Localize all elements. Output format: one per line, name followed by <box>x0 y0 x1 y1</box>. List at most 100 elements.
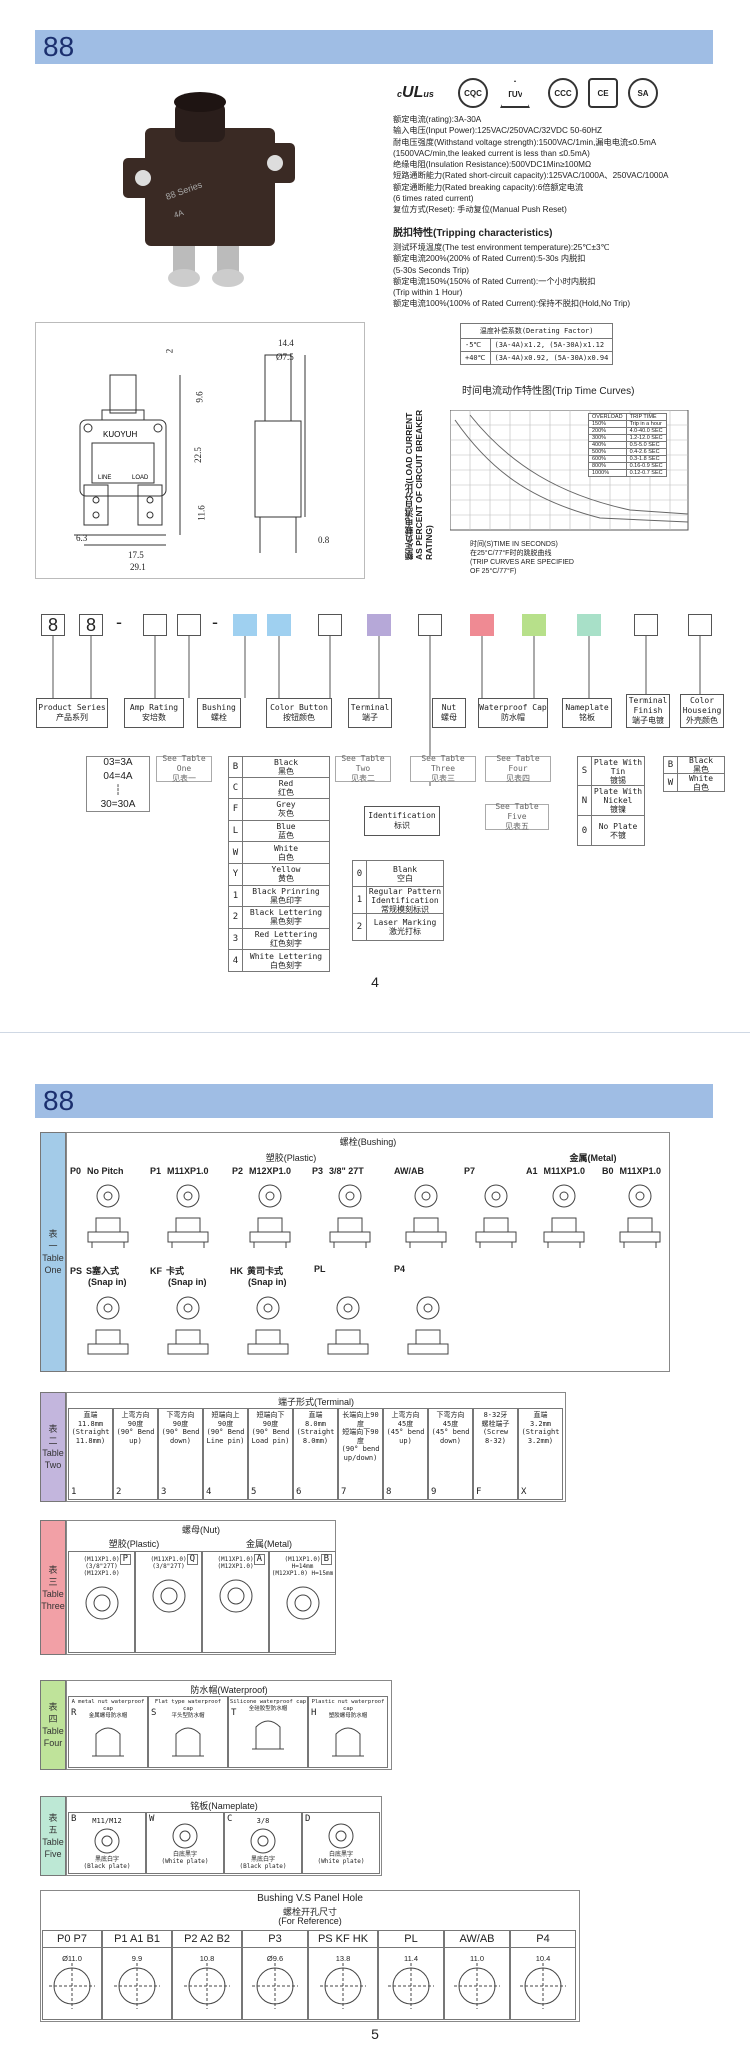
curve-note: OF 25°C/77°F) <box>470 568 517 575</box>
t2-col-num: 7 <box>341 1487 347 1497</box>
color-option-text-line: 白色刻字 <box>270 960 302 970</box>
t2-col-text: 短端向下90度 <box>342 1428 379 1445</box>
bushing-drawing-icon <box>167 1296 209 1355</box>
trip-table-cell: 300% <box>588 434 627 442</box>
curve-ylabel: 额定负载电流百分比(LOAD CURRENT AS PERCENT OF CIR… <box>404 409 434 560</box>
drawing-brand: KUOYUH <box>103 430 137 439</box>
drawing-line-label: LINE <box>98 475 111 481</box>
spec-line: (6 times rated current) <box>393 194 474 204</box>
ident-option-code: 2 <box>353 914 367 940</box>
t2-col-text: 90度 <box>172 1419 189 1428</box>
t2-col-num: 3 <box>161 1487 167 1497</box>
t1-col-name: 3/8" 27T <box>329 1166 364 1176</box>
color-option-code: W <box>229 842 243 863</box>
t1-row2-name: 黄司卡式 <box>247 1266 284 1276</box>
t1-row2-code: KF <box>150 1266 162 1276</box>
t1-col-code: A1 <box>526 1166 538 1176</box>
t2-col-num: 2 <box>116 1487 122 1497</box>
code-box-amp2 <box>177 614 201 636</box>
nut-drawing-icon <box>219 1579 252 1613</box>
t3-item: B(M11XP1.0)H=14mm(M12XP1.0) H=15mm <box>269 1551 336 1653</box>
finish-option-code: N <box>578 786 592 815</box>
t4-text: Plastic nut waterproof cap <box>311 1699 385 1712</box>
page-number-5: 5 <box>371 2026 379 2042</box>
code-dash: - <box>116 612 122 632</box>
t1-col-code: P3 <box>312 1166 324 1176</box>
t1-row2-sub: (Snap in) <box>88 1277 127 1287</box>
table-four-title: 防水帽(Waterproof) <box>190 1685 268 1695</box>
finish-option-text-line: Plate With Tin <box>593 757 643 776</box>
t2-col-text: 长端向上90度 <box>342 1411 379 1428</box>
waterproof-cap-icon <box>172 1727 204 1757</box>
t1-col-code: B0 <box>602 1166 614 1176</box>
nut-drawing-icon <box>152 1579 185 1613</box>
table-three-title: 螺母(Nut) <box>182 1525 220 1535</box>
t2-col-text: 8.0mm <box>304 1419 327 1428</box>
spec-line: 耐电压强度(Withstand voltage strength):1500VA… <box>393 137 657 147</box>
t1-col-head: AW/AB <box>388 1166 424 1176</box>
nameplate-icon <box>94 1828 120 1853</box>
bushing-drawing-icon <box>475 1184 517 1248</box>
t1-row2-code: HK <box>230 1266 243 1276</box>
color-option-text-line: White <box>273 843 299 853</box>
t1-col-name: AW/AB <box>394 1166 424 1176</box>
table-one-plastic-head: 塑胶(Plastic) <box>265 1153 317 1163</box>
t4-text: 金属螺母防水帽 <box>88 1713 128 1719</box>
t1-row2-name: P4 <box>394 1264 406 1274</box>
derating-table: 温度补偿系数(Derating Factor) -5℃(3A-4A)x1.2, … <box>459 323 614 365</box>
trip-table-cell: 0.3-1.8 SEC <box>625 455 667 463</box>
t1-col-name: P7 <box>464 1166 476 1176</box>
t5-text: (White plate) <box>161 1858 209 1865</box>
trip-table-cell: 0.16-0.9 SEC <box>625 462 667 470</box>
dimension-drawing: KUOYUH LINE LOAD <box>74 354 306 553</box>
trip-table-head: TRIP TIME <box>625 413 667 421</box>
panel-col-head: P2 A2 B2 <box>173 1931 241 1948</box>
color-option-text-line: Blue <box>276 822 296 832</box>
dim-d8: 29.1 <box>130 562 146 572</box>
color-option-text-line: 红色 <box>278 787 294 797</box>
t2-col-num: 8 <box>386 1487 392 1497</box>
t2-col-text: 45度 <box>397 1419 414 1428</box>
bushing-drawing-icon <box>327 1296 369 1355</box>
photo-rating-text: 4A <box>173 208 186 220</box>
t1-row2-name: PL <box>314 1264 326 1274</box>
finish-option-text-line: 不镀 <box>610 830 626 840</box>
bushing-drawing-icon <box>407 1296 449 1355</box>
trip-table-cell: 0.12-0.7 SEC <box>625 469 667 477</box>
color-option-text-line: Black Prinring <box>252 886 320 896</box>
bushing-drawing-icon <box>247 1296 289 1355</box>
t2-col-num: F <box>476 1487 482 1497</box>
t3-code: B <box>320 1554 332 1565</box>
panel-col-head: PS KF HK <box>309 1931 377 1948</box>
panel-col-dim: Ø9.6 <box>266 1954 284 1963</box>
t4-code: T <box>231 1708 237 1718</box>
dim-d5: 11.6 <box>196 505 207 521</box>
t1-col-code: P1 <box>150 1166 162 1176</box>
finish-option-text-line: No Plate <box>598 821 638 831</box>
t3-code: A <box>253 1554 265 1565</box>
t5-text: (Black plate) <box>83 1862 131 1870</box>
t2-col-num: 4 <box>206 1487 212 1497</box>
panel-hole-icon <box>252 1963 298 2009</box>
panel-col-dim: 13.8 <box>335 1954 351 1963</box>
color-option-code: F <box>229 799 243 820</box>
